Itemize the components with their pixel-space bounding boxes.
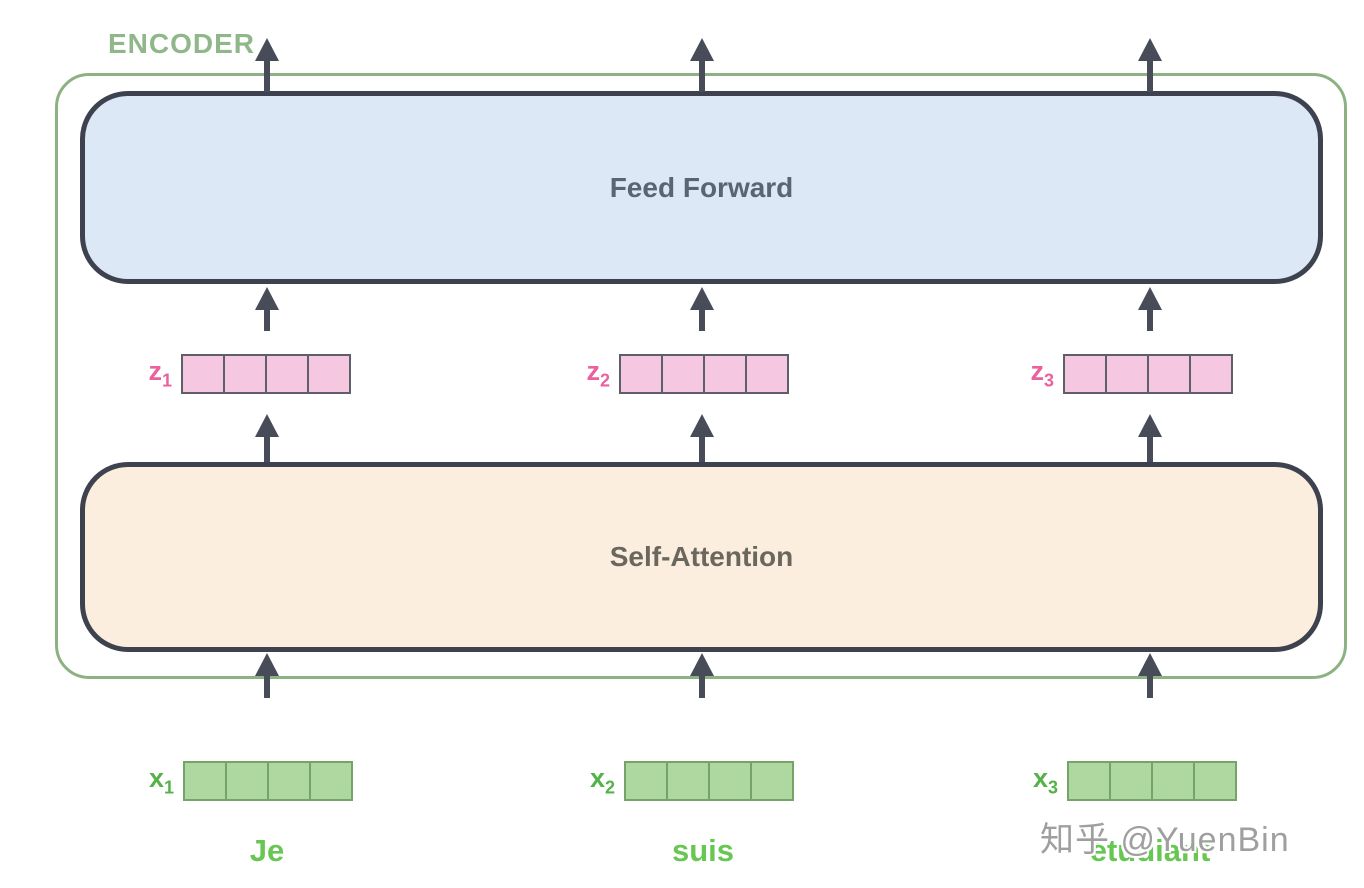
x2-cells — [624, 761, 794, 801]
zhihu-watermark: 知乎 @YuenBin — [1040, 821, 1290, 859]
arrow-stem — [1147, 310, 1153, 331]
arrow-head — [1138, 414, 1162, 437]
up-arrow-icon — [253, 38, 281, 92]
up-arrow-icon — [688, 287, 716, 331]
up-arrow-icon — [253, 653, 281, 698]
arrow-stem — [264, 310, 270, 331]
self-attention-block: Self-Attention — [80, 462, 1323, 652]
arrow-stem — [1147, 437, 1153, 462]
arrow-head — [255, 414, 279, 437]
token-je: Je — [249, 833, 285, 868]
arrow-stem — [699, 437, 705, 462]
z1-label: z1 — [148, 356, 172, 391]
vector-cell — [183, 356, 223, 392]
arrow-head — [690, 287, 714, 310]
arrow-head — [255, 287, 279, 310]
up-arrow-icon — [253, 287, 281, 331]
vector-cell — [661, 356, 703, 392]
vector-cell — [225, 763, 267, 799]
vector-cell — [267, 763, 309, 799]
vector-cell — [223, 356, 265, 392]
encoder-title: ENCODER — [108, 28, 256, 59]
x2-label: x2 — [589, 763, 615, 798]
vector-cell — [621, 356, 661, 392]
x1-cells — [183, 761, 353, 801]
up-arrow-icon — [1136, 653, 1164, 698]
arrow-head — [1138, 653, 1162, 676]
arrow-stem — [264, 61, 270, 92]
vector-cell — [1105, 356, 1147, 392]
arrow-stem — [264, 676, 270, 698]
vector-cell — [1109, 763, 1151, 799]
up-arrow-icon — [1136, 414, 1164, 462]
vector-cell — [1069, 763, 1109, 799]
arrow-stem — [699, 61, 705, 92]
z3-cells — [1063, 354, 1233, 394]
arrow-head — [255, 38, 279, 61]
token-etudiant: étudiant — [1089, 833, 1211, 868]
feed-forward-label: Feed Forward — [609, 171, 794, 203]
x1-label: x1 — [148, 763, 174, 798]
arrow-head — [1138, 287, 1162, 310]
up-arrow-icon — [688, 653, 716, 698]
vector-cell — [1189, 356, 1231, 392]
z3-label: z3 — [1030, 356, 1054, 391]
feed-forward-block: Feed Forward — [80, 91, 1323, 284]
vector-cell — [708, 763, 750, 799]
vector-cell — [1147, 356, 1189, 392]
vector-cell — [309, 763, 351, 799]
vector-cell — [307, 356, 349, 392]
x3-cells — [1067, 761, 1237, 801]
arrow-head — [690, 653, 714, 676]
vector-cell — [745, 356, 787, 392]
arrow-stem — [1147, 676, 1153, 698]
vector-cell — [750, 763, 792, 799]
up-arrow-icon — [688, 414, 716, 462]
vector-cell — [265, 356, 307, 392]
self-attention-label: Self-Attention — [609, 541, 794, 572]
x3-label: x3 — [1032, 763, 1058, 798]
z2-label: z2 — [586, 356, 610, 391]
z2-vector: z2 — [560, 354, 789, 394]
arrow-head — [255, 653, 279, 676]
x1-vector: x1 — [124, 761, 353, 801]
up-arrow-icon — [1136, 38, 1164, 92]
z3-vector: z3 — [1004, 354, 1233, 394]
arrow-stem — [699, 676, 705, 698]
up-arrow-icon — [1136, 287, 1164, 331]
vector-cell — [703, 356, 745, 392]
arrow-stem — [1147, 61, 1153, 92]
up-arrow-icon — [253, 414, 281, 462]
vector-cell — [626, 763, 666, 799]
vector-cell — [1065, 356, 1105, 392]
arrow-head — [690, 414, 714, 437]
arrow-head — [1138, 38, 1162, 61]
z2-cells — [619, 354, 789, 394]
x3-vector: x3 — [1008, 761, 1237, 801]
vector-cell — [185, 763, 225, 799]
arrow-head — [690, 38, 714, 61]
vector-cell — [666, 763, 708, 799]
z1-cells — [181, 354, 351, 394]
z1-vector: z1 — [122, 354, 351, 394]
x2-vector: x2 — [565, 761, 794, 801]
vector-cell — [1193, 763, 1235, 799]
vector-cell — [1151, 763, 1193, 799]
arrow-stem — [699, 310, 705, 331]
up-arrow-icon — [688, 38, 716, 92]
arrow-stem — [264, 437, 270, 462]
token-suis: suis — [671, 833, 735, 868]
